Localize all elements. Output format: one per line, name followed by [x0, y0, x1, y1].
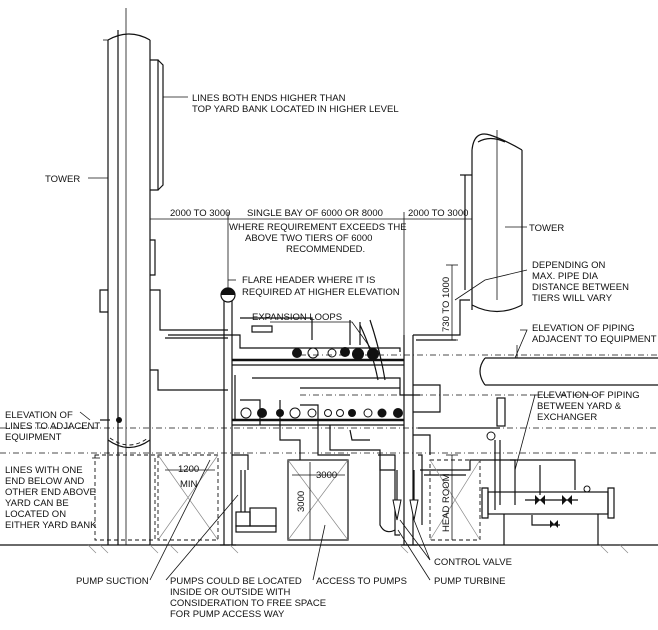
label-elev-yard-3: EXCHANGER	[537, 412, 597, 423]
label-depending-4: TIERS WILL VARY	[532, 293, 613, 304]
label-min: MIN	[180, 479, 198, 490]
label-where-req-3: RECOMMENDED.	[286, 244, 365, 255]
label-access-pumps: ACCESS TO PUMPS	[316, 576, 407, 587]
label-elev-adj-1: ELEVATION OF PIPING	[532, 323, 635, 334]
label-top-yard-bank: TOP YARD BANK LOCATED IN HIGHER LEVEL	[192, 104, 399, 115]
label-pumps-could-4: FOR PUMP ACCESS WAY	[170, 609, 285, 620]
label-elev-lines-1: ELEVATION OF	[5, 410, 73, 421]
label-expansion: EXPANSION LOOPS	[252, 312, 342, 323]
label-one-end-4: YARD CAN BE	[5, 498, 69, 509]
label-dim-3000-v: 3000	[296, 491, 307, 512]
ground	[0, 544, 658, 554]
flare-header	[220, 287, 236, 303]
label-pumps-could-3: CONSIDERATION TO FREE SPACE	[170, 598, 326, 609]
label-control-valve: CONTROL VALVE	[434, 557, 512, 568]
label-pump-turbine: PUMP TURBINE	[434, 576, 505, 587]
label-depending-1: DEPENDING ON	[532, 260, 606, 271]
leader-lines	[79, 96, 536, 581]
label-dim-1200: 1200	[178, 464, 199, 475]
dimension-lines	[149, 212, 473, 540]
label-one-end-1: LINES WITH ONE	[5, 465, 83, 476]
label-depending-2: MAX. PIPE DIA	[532, 271, 599, 282]
label-dim-left: 2000 TO 3000	[170, 208, 230, 219]
label-lines-both-ends: LINES BOTH ENDS HIGHER THAN	[192, 93, 346, 104]
label-elev-lines-3: EQUIPMENT	[5, 432, 62, 443]
label-one-end-5: LOCATED ON	[5, 509, 66, 520]
label-depending-3: DISTANCE BETWEEN	[532, 282, 629, 293]
label-dim-3000-h: 3000	[316, 470, 337, 481]
elevation-lines	[0, 354, 658, 454]
label-head-room: HEAD ROOM	[441, 473, 452, 532]
expansion-loop-pipe	[251, 325, 273, 333]
label-where-req-2: ABOVE TWO TIERS OF 6000	[245, 233, 372, 244]
label-one-end-3: OTHER END ABOVE	[5, 487, 96, 498]
left-tower-skirt	[107, 437, 151, 449]
label-pumps-could-1: PUMPS COULD BE LOCATED	[170, 576, 302, 587]
pump-pit-left	[94, 454, 219, 541]
label-pump-suction: PUMP SUCTION	[76, 576, 149, 587]
label-elev-lines-2: LINES TO ADJACENT	[5, 421, 100, 432]
label-single-bay: SINGLE BAY OF 6000 OR 8000	[247, 208, 383, 219]
label-flare-2: REQUIRED AT HIGHER ELEVATION	[242, 287, 400, 298]
label-one-end-6: EITHER YARD BANK	[5, 520, 97, 531]
exchanger	[481, 487, 615, 545]
right-side-piping	[378, 299, 591, 536]
label-one-end-2: END BELOW AND	[5, 476, 84, 487]
left-tower	[99, 8, 228, 545]
label-tower-left: TOWER	[45, 174, 80, 185]
drum-vessel	[479, 345, 658, 386]
label-dim-right: 2000 TO 3000	[408, 208, 468, 219]
label-elev-adj-2: ADJACENT TO EQUIPMENT	[532, 334, 657, 345]
pump-pit-right	[429, 459, 481, 541]
labels: LINES BOTH ENDS HIGHER THAN TOP YARD BAN…	[5, 93, 657, 620]
label-dim-730: 730 TO 1000	[441, 277, 452, 332]
label-tower-right: TOWER	[529, 223, 564, 234]
label-flare-1: FLARE HEADER WHERE IT IS	[242, 275, 375, 286]
label-elev-yard-1: ELEVATION OF PIPING	[537, 390, 640, 401]
lower-tier-pipes	[240, 407, 403, 419]
label-where-req-1: WHERE REQUIREMENT EXCEEDS THE	[229, 222, 407, 233]
control-valves	[392, 470, 419, 521]
upper-tier-pipes	[292, 347, 379, 360]
label-elev-yard-2: BETWEEN YARD &	[537, 401, 622, 412]
access-box	[287, 459, 349, 541]
label-pumps-could-2: INSIDE OR OUTSIDE WITH	[170, 587, 290, 598]
right-tower	[460, 130, 523, 313]
pump	[232, 454, 277, 533]
